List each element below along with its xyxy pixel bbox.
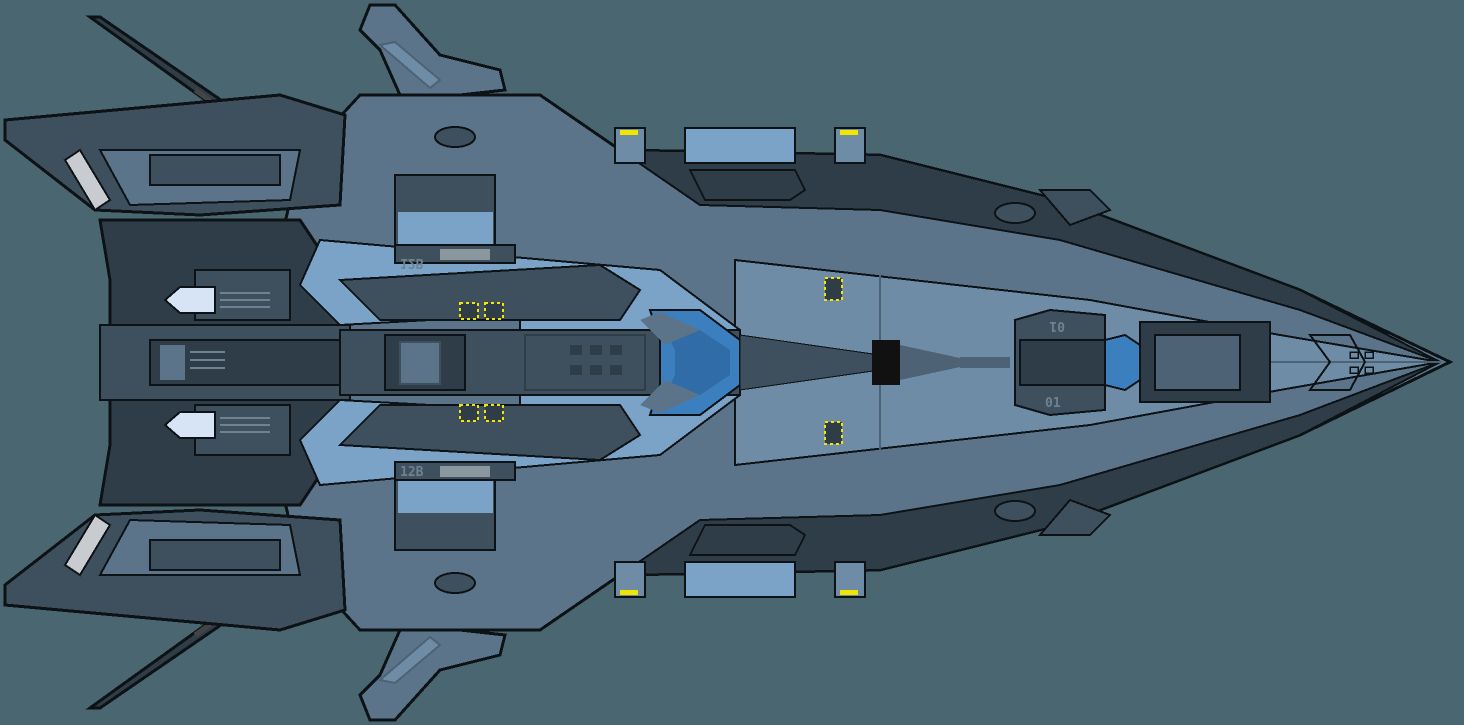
engine-center — [149, 339, 351, 386]
side-pods-bottom — [434, 498, 1112, 598]
rear-wing-top — [3, 93, 347, 217]
central-spine — [339, 329, 741, 396]
rear-wing-bottom — [3, 508, 347, 632]
engine-glow-icon — [163, 286, 216, 314]
engine-top — [163, 269, 291, 321]
cargo-hatch — [684, 561, 796, 598]
vent-icon — [994, 500, 1036, 522]
vent-grille-icon — [63, 513, 112, 577]
vent-icon — [434, 572, 476, 594]
hazard-marker-icon — [484, 404, 504, 422]
hull-code-top: 12B — [400, 255, 424, 270]
front-turret: 01 01 — [1014, 308, 1271, 417]
engine-block — [98, 218, 351, 507]
hazard-marker-icon — [459, 404, 479, 422]
side-pods-top — [434, 126, 1112, 227]
cargo-module-top: 12B — [394, 174, 516, 270]
turret-code-bottom: 01 — [1045, 396, 1061, 411]
nose-details — [1308, 334, 1374, 391]
sensor-core-icon — [872, 340, 900, 385]
wing-fin-bottom — [358, 628, 507, 722]
engine-bottom — [163, 404, 291, 456]
wing-fin-top — [358, 3, 507, 97]
cargo-hatch — [684, 127, 796, 164]
cockpit-canopy — [640, 309, 741, 416]
vent-icon — [434, 126, 476, 148]
hazard-marker-icon — [459, 302, 479, 320]
hazard-marker-icon — [484, 302, 504, 320]
hazard-markers — [459, 277, 843, 445]
sensor-core — [739, 334, 1010, 391]
hazard-marker-icon — [824, 421, 843, 445]
vent-icon — [994, 202, 1036, 224]
cargo-module-bottom: 12B — [394, 461, 516, 551]
engine-glow-icon — [163, 411, 216, 439]
vent-grille-icon — [63, 148, 112, 212]
turret-code-top: 01 — [1049, 318, 1065, 333]
hull-code-bottom: 12B — [400, 465, 424, 480]
hazard-marker-icon — [824, 277, 843, 301]
